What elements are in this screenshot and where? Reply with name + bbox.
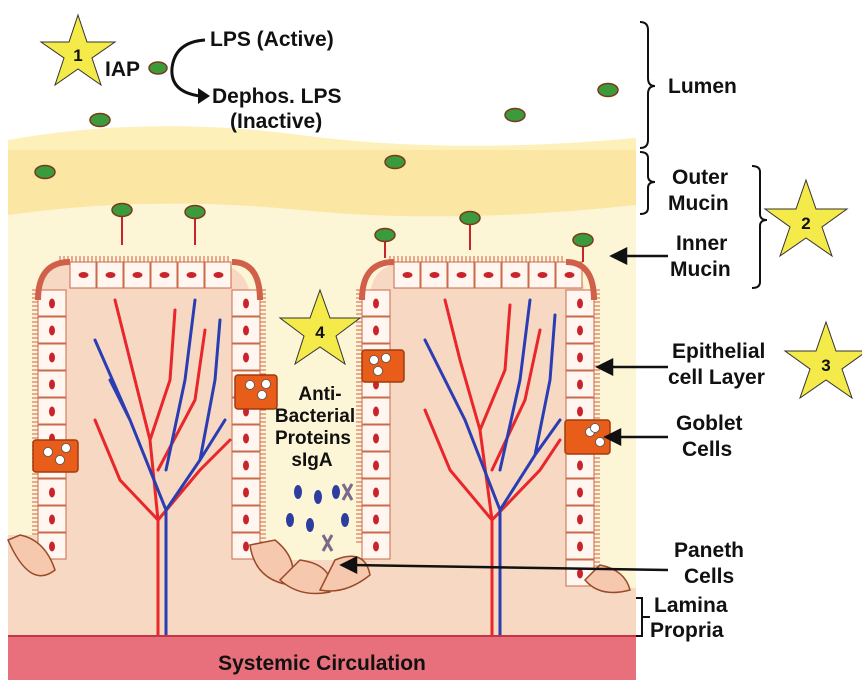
lps-bacterium xyxy=(149,62,167,74)
bacterium-icon xyxy=(35,166,55,179)
inactive-label: (Inactive) xyxy=(230,110,322,133)
lps-active-label: LPS (Active) xyxy=(210,28,334,51)
antibacterial-label-1: Anti- xyxy=(298,384,341,405)
reaction-arrow xyxy=(172,40,205,96)
epithelial-cell xyxy=(566,452,594,478)
systemic-circulation-band: Systemic Circulation xyxy=(8,636,636,680)
epithelial-cell xyxy=(362,533,390,559)
epithelial-cell xyxy=(529,262,555,288)
bacterium-icon xyxy=(598,84,618,97)
lumen-label: Lumen xyxy=(668,75,737,98)
epithelial-cell xyxy=(232,506,260,532)
epithelial-cell xyxy=(70,262,96,288)
epithelial-label-2: cell Layer xyxy=(668,366,765,389)
iap-reaction xyxy=(149,40,210,104)
epithelial-cell xyxy=(205,262,231,288)
epithelial-cell xyxy=(232,290,260,316)
epithelial-cell xyxy=(232,317,260,343)
epithelial-cell xyxy=(362,506,390,532)
lamina-label-2: Propria xyxy=(650,619,724,642)
outer-mucin-label-2: Mucin xyxy=(668,192,729,215)
epithelial-cell xyxy=(502,262,528,288)
epithelial-cell xyxy=(566,479,594,505)
goblet-label-2: Cells xyxy=(682,438,732,461)
outer-mucin-label-1: Outer xyxy=(672,166,728,189)
bacterium-icon xyxy=(505,109,525,122)
epithelial-cell xyxy=(232,425,260,451)
sIgA-particle xyxy=(332,485,340,499)
epithelial-cell xyxy=(38,290,66,316)
epithelial-cell xyxy=(566,317,594,343)
star-number: 3 xyxy=(821,356,830,375)
bacterium-icon xyxy=(385,156,405,169)
sIgA-particle xyxy=(314,490,322,504)
epithelial-cell xyxy=(362,425,390,451)
star-number: 1 xyxy=(73,46,82,65)
antibacterial-label-4: sIgA xyxy=(291,450,332,471)
epithelial-cell xyxy=(362,290,390,316)
sIgA-particle xyxy=(306,518,314,532)
goblet-label-1: Goblet xyxy=(676,412,743,435)
epithelial-cell xyxy=(566,506,594,532)
epithelial-cell xyxy=(362,479,390,505)
epithelial-cell xyxy=(232,479,260,505)
antibacterial-label-2: Bacterial xyxy=(275,406,355,427)
sIgA-particle xyxy=(341,513,349,527)
epithelial-cell xyxy=(566,290,594,316)
epithelial-cell xyxy=(362,398,390,424)
epithelial-cell xyxy=(124,262,150,288)
epithelial-cell xyxy=(362,452,390,478)
star-number: 2 xyxy=(801,214,810,233)
epithelial-cell xyxy=(448,262,474,288)
star-number: 4 xyxy=(315,323,325,342)
goblet-cell xyxy=(235,375,277,409)
bacterium-icon xyxy=(90,114,110,127)
epithelial-cell xyxy=(38,371,66,397)
bacterium-icon xyxy=(460,212,480,225)
epithelial-cell xyxy=(151,262,177,288)
bacterium-icon xyxy=(375,229,395,242)
epithelial-cell xyxy=(38,479,66,505)
sIgA-particle xyxy=(286,513,294,527)
star-1: 1 xyxy=(41,15,115,85)
lumen-bracket xyxy=(640,22,655,148)
lamina-label-1: Lamina xyxy=(654,594,728,617)
systemic-label: Systemic Circulation xyxy=(218,652,426,675)
arrow-head-icon xyxy=(198,88,210,104)
lamina-bracket xyxy=(636,598,642,636)
sIgA-particle xyxy=(294,485,302,499)
epithelial-cell xyxy=(178,262,204,288)
epithelial-label-1: Epithelial xyxy=(672,340,765,363)
goblet-cell xyxy=(33,440,78,472)
inner-mucin-label-2: Mucin xyxy=(670,258,731,281)
epithelial-cell xyxy=(232,452,260,478)
star-2: 2 xyxy=(765,180,847,256)
epithelial-cell xyxy=(475,262,501,288)
star-3: 3 xyxy=(785,322,862,398)
epithelial-cell xyxy=(38,398,66,424)
epithelial-cell xyxy=(421,262,447,288)
epithelial-cell xyxy=(38,506,66,532)
antibacterial-label-3: Proteins xyxy=(275,428,351,449)
epithelial-cell xyxy=(38,317,66,343)
paneth-label-2: Cells xyxy=(684,565,734,588)
mucin-group-bracket xyxy=(752,166,767,288)
dephos-lps-label: Dephos. LPS xyxy=(212,85,342,108)
epithelial-cell xyxy=(38,344,66,370)
bacterium-icon xyxy=(573,234,593,247)
epithelial-cell xyxy=(97,262,123,288)
paneth-label-1: Paneth xyxy=(674,539,744,562)
epithelial-cell xyxy=(566,533,594,559)
inner-mucin-label-1: Inner xyxy=(676,232,727,255)
bacterium-icon xyxy=(112,204,132,217)
outer-mucin-bracket xyxy=(640,152,655,214)
epithelial-cell xyxy=(394,262,420,288)
epithelial-cell xyxy=(362,317,390,343)
epithelial-cell xyxy=(232,344,260,370)
iap-label: IAP xyxy=(105,58,140,81)
epithelial-cell xyxy=(566,344,594,370)
bacterium-icon xyxy=(185,206,205,219)
epithelial-cell xyxy=(566,371,594,397)
